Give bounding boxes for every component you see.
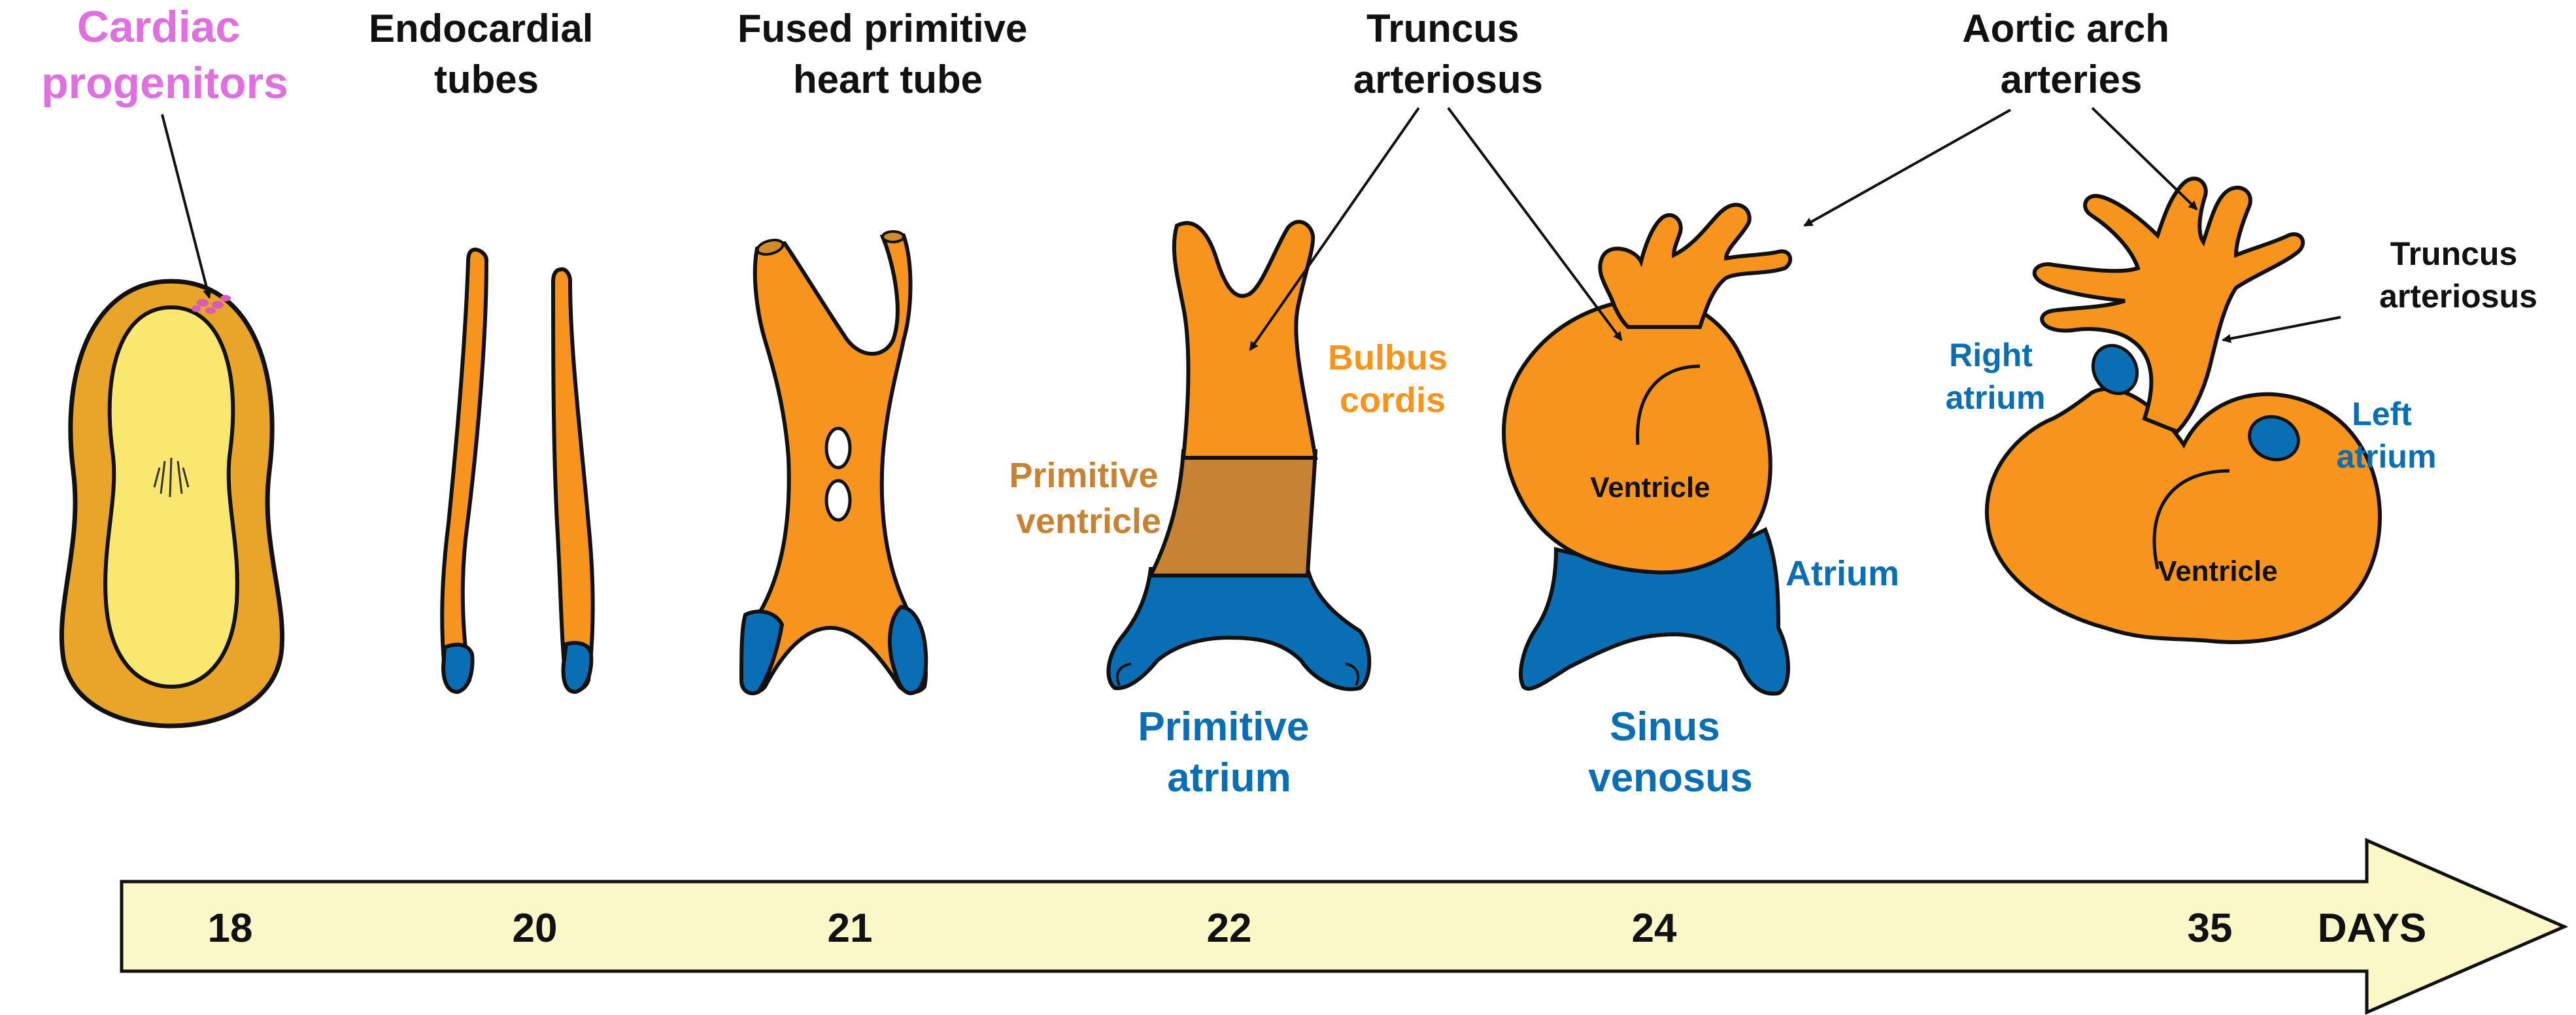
title-aortic-arch-arteries: Aortic arch arteries: [1962, 7, 2180, 101]
label-atrium-24: Atrium: [1786, 554, 1899, 593]
fusion-gap-lower: [824, 479, 852, 522]
stage-22-heart-tube: [1106, 107, 1420, 691]
stage-24-looped-heart: [1447, 107, 2011, 696]
ventricle-24-loop-line: [1636, 364, 1701, 445]
title-cardiac-progenitors: Cardiac progenitors: [41, 2, 288, 108]
title-fused-primitive-heart-tube: Fused primitive heart tube: [737, 7, 1038, 101]
atrium-22-left-curl: [1115, 662, 1132, 686]
bulbus-cordis-shape: [1172, 220, 1318, 460]
endocardial-tube-right-blue: [561, 641, 594, 695]
arrow-to-bulbus-22: [1249, 107, 1420, 351]
stage-18-embryo: [59, 114, 285, 729]
arrow-aortic-to-24: [1803, 109, 2011, 227]
day-label-21: 21: [828, 906, 873, 951]
stage-20-endocardial-tubes: [440, 247, 595, 695]
label-left-atrium: Left atrium: [2337, 396, 2437, 475]
primitive-atrium-shape: [1106, 567, 1372, 691]
timeline: 18 20 21 22 24 35 DAYS: [120, 838, 2569, 1015]
title-endocardial-tubes: Endocardial tubes: [369, 7, 604, 101]
progenitor-cells: [192, 295, 231, 314]
label-primitive-atrium: Primitive atrium: [1138, 704, 1320, 800]
right-atrium-35: [2091, 343, 2139, 396]
ventricle-35-loop-line: [2152, 469, 2230, 570]
day-label-35: 35: [2188, 906, 2233, 951]
days-unit-label: DAYS: [2318, 906, 2427, 951]
label-sinus-venosus: Sinus venosus: [1588, 704, 1753, 800]
day-label-24: 24: [1632, 906, 1677, 951]
label-truncus-arteriosus-35: Truncus arteriosus: [2379, 235, 2537, 315]
primitive-ventricle-shape: [1147, 449, 1318, 577]
truncus-24-shape: [1598, 203, 1793, 329]
stage-titles: Cardiac progenitors Endocardial tubes Fu…: [41, 2, 2180, 108]
endocardial-tube-right: [551, 267, 595, 692]
structure-labels: Bulbus cordis Primitive ventricle Primit…: [1009, 235, 2537, 800]
truncus-35-shape: [2032, 177, 2305, 434]
endocardial-tube-left-blue: [441, 642, 475, 695]
day-label-18: 18: [208, 906, 253, 951]
left-atrium-35: [2248, 415, 2300, 462]
tube-opening-left: [756, 239, 785, 256]
tube-opening-right: [881, 230, 905, 243]
atrium-22-right-curl: [1345, 662, 1360, 686]
label-bulbus-cordis: Bulbus cordis: [1328, 338, 1457, 420]
label-right-atrium: Right atrium: [1946, 337, 2046, 416]
label-ventricle-24: Ventricle: [1590, 472, 1710, 504]
label-primitive-ventricle: Primitive ventricle: [1009, 456, 1168, 541]
primitive-streak: [153, 457, 190, 498]
arrow-to-progenitors: [161, 114, 212, 299]
fused-tube-right-blue: [887, 604, 928, 696]
stage-35-heart: [1984, 107, 2382, 644]
arrow-truncus-to-24: [1447, 107, 1623, 341]
arrow-aortic-to-35: [2091, 107, 2198, 211]
day-label-20: 20: [513, 906, 558, 951]
timeline-arrow: [120, 838, 2569, 1015]
embryo-inner-disc: [103, 305, 239, 689]
arrow-truncus-35: [2222, 316, 2341, 343]
day-label-22: 22: [1207, 906, 1252, 951]
fusion-gap-upper: [824, 426, 852, 470]
label-ventricle-35: Ventricle: [2158, 555, 2277, 587]
title-truncus-arteriosus: Truncus arteriosus: [1353, 7, 1543, 101]
endocardial-tube-left: [440, 247, 488, 691]
fused-tube-left-blue: [739, 610, 785, 695]
stage-21-fused-heart-tube: [739, 230, 928, 696]
